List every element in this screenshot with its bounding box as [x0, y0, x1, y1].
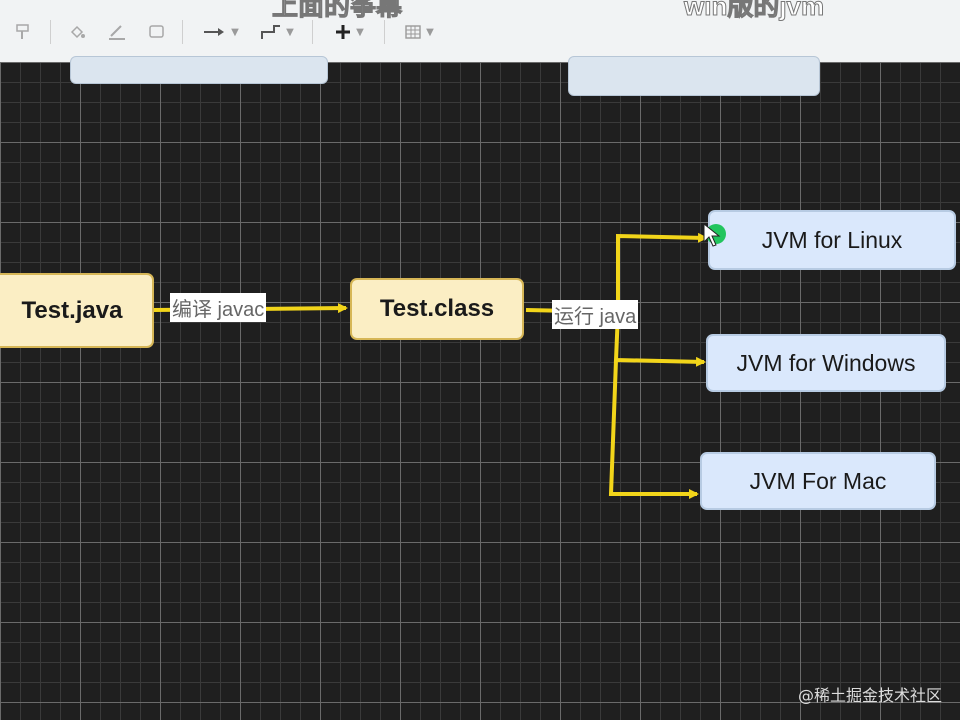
watermark: @稀土掘金技术社区	[797, 686, 942, 705]
fill-color-icon[interactable]	[64, 18, 90, 46]
node-jvm-windows[interactable]: JVM for Windows	[706, 334, 946, 392]
insert-plus-icon[interactable]: ▼	[336, 25, 364, 39]
node-test-class-label: Test.class	[379, 295, 495, 322]
node-jvm-mac-label: JVM For Mac	[749, 467, 887, 494]
format-painter-icon[interactable]	[10, 18, 36, 46]
node-jvm-mac[interactable]: JVM For Mac	[700, 452, 936, 510]
connector-arrow-icon[interactable]: ▼	[200, 18, 242, 46]
offscreen-shape-right[interactable]	[568, 56, 820, 96]
mouse-cursor-icon	[702, 222, 726, 247]
offscreen-shape-left[interactable]	[70, 56, 328, 84]
node-test-java-label: Test.java	[21, 296, 123, 324]
toolbar-separator	[384, 20, 385, 44]
edge-label-compile[interactable]: 编译 javac	[170, 293, 267, 322]
node-test-class[interactable]: Test.class	[350, 278, 524, 340]
waypoint-icon[interactable]: ▼	[256, 18, 298, 46]
edge-run-mac[interactable]	[608, 359, 699, 499]
overlay-caption-left: 上面的筝幕	[271, 0, 403, 22]
shadow-rectangle-icon[interactable]	[144, 18, 170, 46]
toolbar-separator	[50, 20, 51, 44]
table-grid-icon[interactable]: ▼	[398, 18, 440, 46]
node-jvm-linux[interactable]: JVM for Linux	[708, 210, 956, 270]
toolbar-separator	[312, 20, 313, 44]
node-jvm-linux-label: JVM for Linux	[761, 226, 903, 253]
edge-label-run[interactable]: 运行 java	[552, 300, 639, 329]
node-jvm-windows-label: JVM for Windows	[736, 349, 916, 376]
overlay-caption-right: win版的jvm	[683, 0, 825, 22]
line-color-icon[interactable]	[104, 18, 130, 46]
node-test-java[interactable]: Test.java	[0, 273, 154, 348]
toolbar-separator	[182, 20, 183, 44]
toolbar: 上面的筝幕 win版的jvm ▼ ▼ ▼ ▼	[0, 0, 960, 63]
